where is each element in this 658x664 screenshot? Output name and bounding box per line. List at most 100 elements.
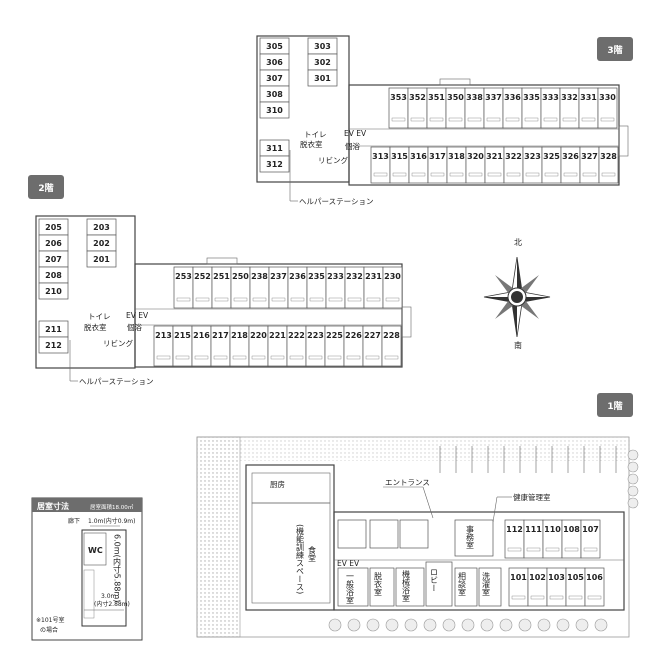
fixture-mark — [600, 117, 615, 122]
room-number: 238 — [251, 272, 268, 281]
tree-icon — [518, 618, 532, 632]
corridor-width: 1.0m(内寸0.9m) — [88, 517, 135, 525]
room-number: 102 — [529, 573, 546, 582]
fixture-mark — [391, 117, 406, 122]
room-number: 326 — [562, 152, 579, 161]
room-number: 353 — [390, 93, 407, 102]
dining-label: 食堂 — [308, 545, 317, 562]
fixture-mark — [511, 595, 526, 600]
fixture-mark — [252, 297, 267, 302]
f1-bottom-cell — [584, 567, 605, 607]
room-number: 211 — [45, 325, 62, 334]
room-number: 335 — [523, 93, 540, 102]
room-number: 225 — [326, 331, 343, 340]
room-number: 312 — [266, 160, 283, 169]
room-number: 308 — [266, 90, 283, 99]
fixture-mark — [251, 355, 266, 360]
fixture-mark — [587, 595, 602, 600]
fixture-mark — [194, 355, 209, 360]
fixture-mark — [581, 117, 596, 122]
room-number: 206 — [45, 239, 62, 248]
room-number: 227 — [364, 331, 381, 340]
fixture-mark — [308, 355, 323, 360]
room-number: 301 — [314, 74, 331, 83]
room-number: 108 — [563, 525, 580, 534]
fixture-mark — [582, 172, 597, 177]
fixture-mark — [233, 297, 248, 302]
room-number: 250 — [232, 272, 249, 281]
room-cell — [86, 250, 117, 268]
office-label: 事務室 — [466, 524, 475, 549]
fixture-mark — [563, 172, 578, 177]
f3-helper-label: ヘルパーステーション — [299, 197, 373, 206]
fixture-mark — [290, 297, 305, 302]
tree-icon — [366, 618, 380, 632]
room-number: 202 — [93, 239, 110, 248]
f2-dressing-label: 脱衣室 — [84, 322, 107, 332]
tree-icon — [385, 618, 399, 632]
room-number: 311 — [266, 144, 283, 153]
room-width-label: 3.0m — [101, 593, 117, 600]
fixture-mark — [156, 355, 171, 360]
f1-ev-label: EV EV — [337, 559, 360, 568]
room-number: 223 — [307, 331, 324, 340]
room-number: 327 — [581, 152, 598, 161]
f3-living-label: リビング — [318, 155, 348, 165]
room-number: 101 — [510, 573, 527, 582]
tree-icon — [404, 618, 418, 632]
fixture-mark — [385, 297, 400, 302]
room-number: 103 — [548, 573, 565, 582]
fixture-mark — [524, 117, 539, 122]
corridor-label: 廊下 — [68, 517, 80, 525]
room-number: 226 — [345, 331, 362, 340]
room-number: 203 — [93, 223, 110, 232]
room-number: 201 — [93, 255, 110, 264]
laundry-label: 洗濯室 — [482, 571, 491, 596]
room-cell — [38, 282, 69, 300]
fixture-mark — [366, 297, 381, 302]
room-number: 332 — [561, 93, 578, 102]
machine-bath-label: 機械浴室 — [402, 569, 411, 602]
room-number: 218 — [231, 331, 248, 340]
fixture-mark — [232, 355, 247, 360]
room-cell — [307, 69, 338, 87]
f2-toilet-label: トイレ — [88, 312, 111, 321]
tree-icon — [556, 618, 570, 632]
room-number: 336 — [504, 93, 521, 102]
wc-label: WC — [88, 546, 103, 555]
north-label: 北 — [514, 238, 522, 247]
fixture-mark — [543, 117, 558, 122]
consult-label: 相談室 — [458, 571, 467, 596]
room-number: 333 — [542, 93, 559, 102]
room-number: 222 — [288, 331, 305, 340]
room-number: 237 — [270, 272, 287, 281]
fixture-mark — [384, 355, 399, 360]
fixture-mark — [347, 297, 362, 302]
fixture-mark — [486, 117, 501, 122]
fixture-mark — [467, 117, 482, 122]
tree-icon — [594, 618, 608, 632]
fixture-mark — [327, 355, 342, 360]
floor-2-badge: 2階 — [28, 175, 64, 199]
room-number: 217 — [212, 331, 229, 340]
room-number: 207 — [45, 255, 62, 264]
fixture-mark — [411, 172, 426, 177]
room-number: 208 — [45, 271, 62, 280]
fixture-mark — [601, 172, 616, 177]
tree-icon — [627, 461, 639, 473]
room-number: 212 — [45, 341, 62, 350]
room-number: 233 — [327, 272, 344, 281]
fixture-mark — [525, 172, 540, 177]
room-number: 215 — [174, 331, 191, 340]
room-size-title: 居室寸法 — [37, 501, 69, 511]
room-cell — [38, 336, 69, 354]
room-number: 235 — [308, 272, 325, 281]
svg-text:1階: 1階 — [607, 400, 622, 412]
room-number: 105 — [567, 573, 584, 582]
tree-icon — [423, 618, 437, 632]
f2-ev-label: EV EV — [126, 311, 149, 320]
room-number: 328 — [600, 152, 617, 161]
room-number: 313 — [372, 152, 389, 161]
fixture-mark — [289, 355, 304, 360]
fixture-mark — [564, 547, 579, 552]
